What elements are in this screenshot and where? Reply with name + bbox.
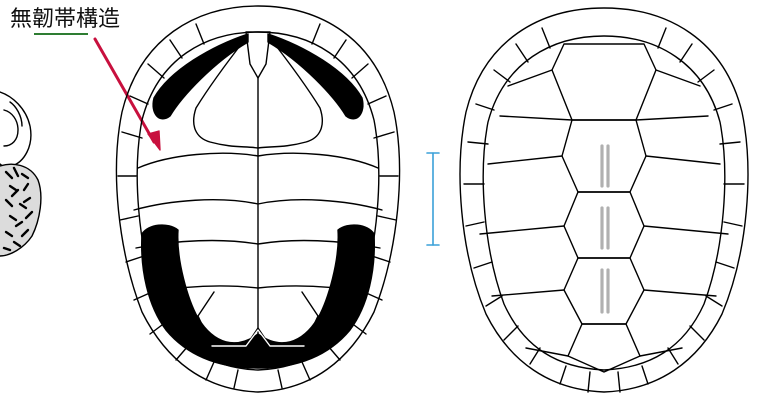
left-shell-anterior-left-band	[153, 34, 248, 119]
callout-label: 無韌帯構造	[10, 6, 120, 34]
right-shell	[460, 8, 748, 392]
left-cropped-shell-figure	[0, 92, 41, 256]
right-shell-inner-boundary	[483, 36, 725, 370]
left-shell	[116, 6, 399, 392]
scale-bar	[427, 153, 439, 245]
right-shell-outline	[460, 8, 748, 392]
callout-label-underline	[34, 33, 88, 35]
left-shell-anterior-right-band	[268, 34, 363, 119]
